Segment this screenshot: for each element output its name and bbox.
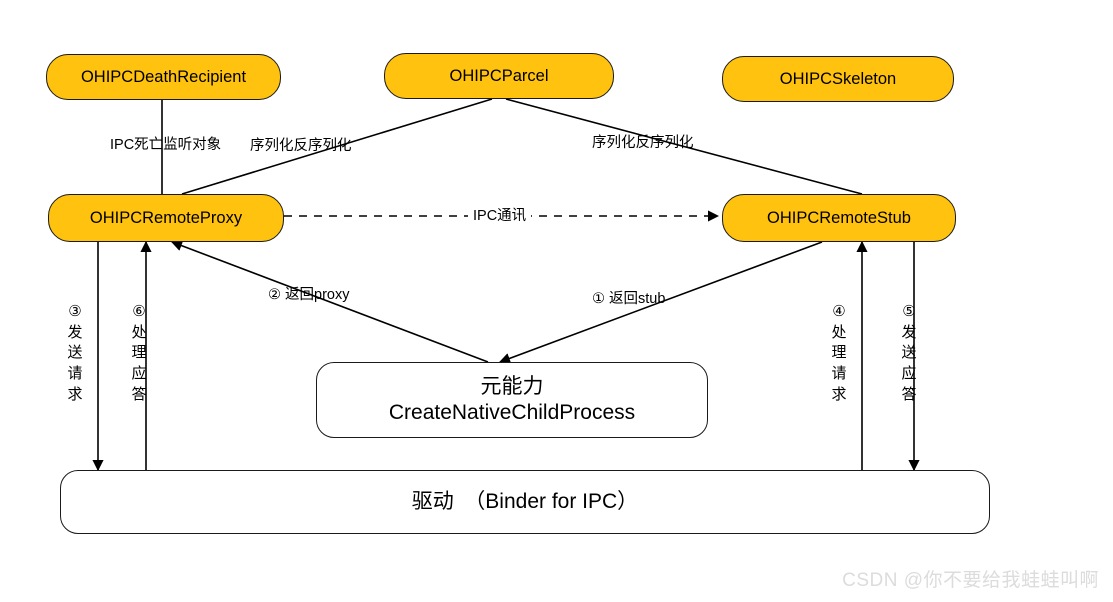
step-char: 送 (67, 344, 83, 362)
label-ipc-communication: IPC通讯 (468, 209, 532, 224)
label-step6-handle-response: ⑥ 处 理 应 答 (128, 302, 150, 405)
step-marker: ⑤ (902, 303, 916, 320)
step-char: 求 (67, 385, 83, 403)
node-label: OHIPCDeathRecipient (80, 67, 247, 86)
node-ohipc-parcel[interactable]: OHIPCParcel (384, 53, 614, 99)
meta-ability-title: 元能力 (480, 374, 544, 398)
node-label: OHIPCRemoteStub (767, 208, 911, 227)
node-ohipc-skeleton[interactable]: OHIPCSkeleton (722, 56, 954, 102)
node-label: OHIPCRemoteProxy (89, 208, 243, 227)
step-char: 答 (131, 385, 147, 403)
node-driver-binder[interactable]: 驱动 （Binder for IPC） (60, 470, 990, 534)
label-serialize-right: 序列化反序列化 (592, 135, 694, 151)
node-ohipc-remote-stub[interactable]: OHIPCRemoteStub (722, 194, 956, 242)
meta-ability-api: CreateNativeChildProcess (388, 401, 636, 424)
label-step5-send-response: ⑤ 发 送 应 答 (898, 302, 920, 405)
step-char: 应 (131, 365, 147, 383)
csdn-watermark: CSDN @你不要给我蛙蛙叫啊 (842, 570, 1099, 591)
step-char: 发 (67, 323, 83, 341)
label-step4-handle-request: ④ 处 理 请 求 (828, 302, 850, 405)
step-char: 送 (901, 344, 917, 362)
label-return-stub: ① 返回stub (592, 291, 666, 307)
label-serialize-left: 序列化反序列化 (250, 138, 352, 154)
node-label: OHIPCParcel (449, 66, 549, 85)
step-marker: ③ (68, 303, 82, 320)
step-marker: ⑥ (132, 303, 146, 320)
step-char: 求 (831, 385, 847, 403)
step-char: 处 (831, 323, 847, 341)
step-char: 发 (901, 323, 917, 341)
node-meta-ability[interactable]: 元能力 CreateNativeChildProcess (316, 362, 708, 438)
node-label: OHIPCSkeleton (779, 69, 897, 88)
node-ohipc-remote-proxy[interactable]: OHIPCRemoteProxy (48, 194, 284, 242)
step-char: 请 (831, 365, 847, 383)
label-step3-send-request: ③ 发 送 请 求 (64, 302, 86, 405)
step-char: 理 (131, 344, 147, 362)
node-ohipc-death-recipient[interactable]: OHIPCDeathRecipient (46, 54, 281, 100)
node-label: 驱动 （Binder for IPC） (411, 489, 639, 513)
step-char: 理 (831, 344, 847, 362)
step-char: 答 (901, 385, 917, 403)
step-marker: ④ (832, 303, 846, 320)
step-char: 应 (901, 365, 917, 383)
step-char: 处 (131, 323, 147, 341)
label-return-proxy: ② 返回proxy (268, 287, 350, 303)
label-ipc-death-listen: IPC死亡监听对象 (110, 137, 222, 153)
step-char: 请 (67, 365, 83, 383)
